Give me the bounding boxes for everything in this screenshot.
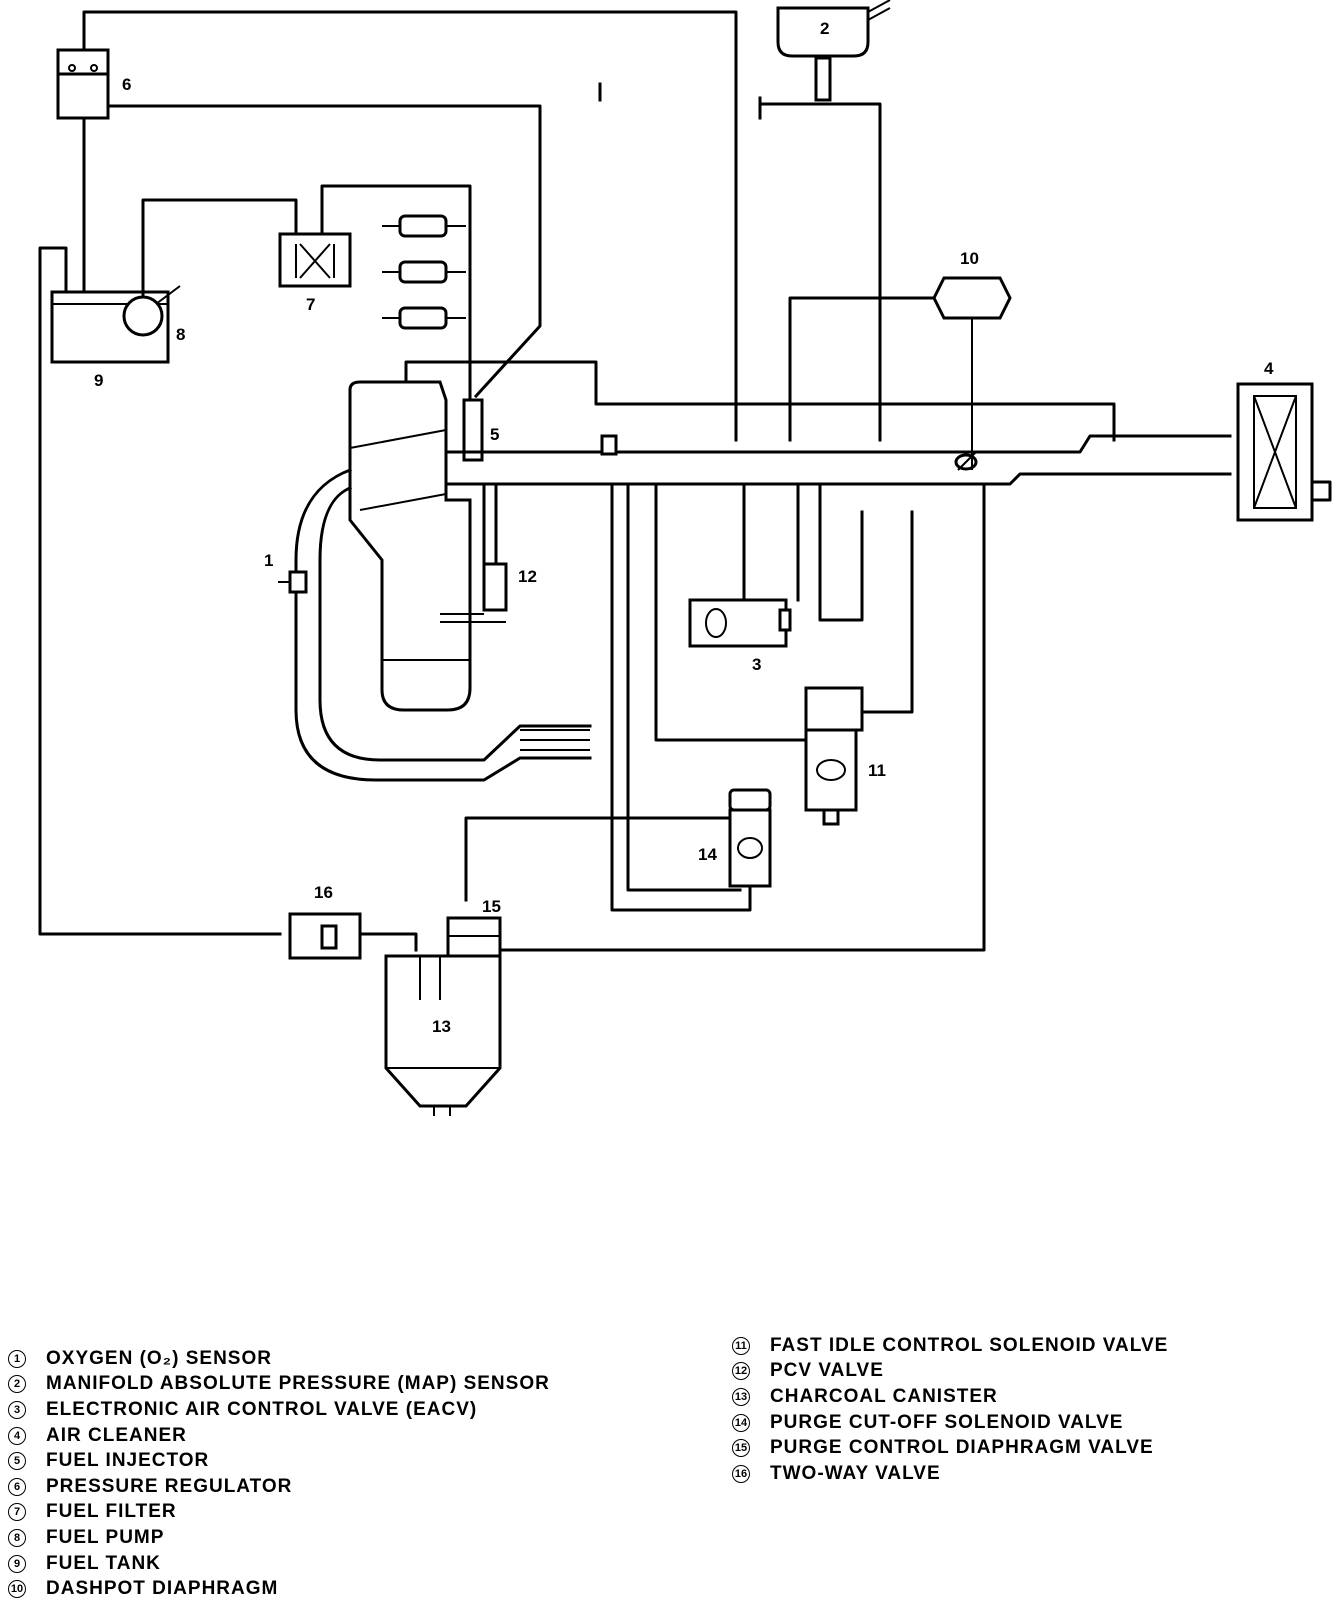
purge-lines bbox=[464, 482, 752, 912]
canister-vent-line bbox=[496, 482, 986, 952]
label-11: 11 bbox=[868, 761, 886, 780]
label-15: 15 bbox=[482, 897, 501, 916]
label-2: 2 bbox=[820, 19, 829, 38]
label-3: 3 bbox=[752, 655, 761, 674]
map-port bbox=[600, 434, 618, 456]
label-1: 1 bbox=[264, 551, 273, 570]
return-hose bbox=[82, 10, 738, 442]
charcoal-canister bbox=[384, 954, 502, 1116]
label-4: 4 bbox=[1264, 359, 1274, 378]
filter-outlet-line bbox=[320, 184, 472, 400]
fast-idle-line bbox=[654, 482, 914, 742]
dashpot-diaphragm bbox=[932, 276, 1012, 470]
label-13: 13 bbox=[432, 1017, 451, 1036]
purge-cutoff-solenoid bbox=[728, 788, 772, 888]
eacv-valve bbox=[688, 598, 792, 648]
two-way-valve bbox=[288, 912, 362, 960]
fuel-rail-injectors bbox=[382, 214, 466, 330]
fast-idle-solenoid bbox=[804, 686, 864, 826]
air-cleaner bbox=[1236, 382, 1332, 522]
fuel-pump bbox=[122, 198, 298, 337]
label-5: 5 bbox=[490, 425, 499, 444]
label-16: 16 bbox=[314, 883, 333, 902]
bypass-upper-loop bbox=[404, 360, 1116, 442]
fuel-filter bbox=[278, 232, 352, 288]
engine-block bbox=[348, 380, 472, 712]
label-14: 14 bbox=[698, 845, 717, 864]
label-8: 8 bbox=[176, 325, 185, 344]
label-10: 10 bbox=[960, 249, 979, 268]
purge-control-diaphragm bbox=[446, 916, 502, 958]
map-hose bbox=[758, 102, 882, 442]
intake-duct-upper bbox=[446, 434, 1232, 454]
label-9: 9 bbox=[94, 371, 103, 390]
dashpot-hose bbox=[788, 296, 936, 442]
oxygen-sensor bbox=[278, 570, 308, 594]
tank-vent-line bbox=[38, 246, 282, 936]
eacv-air-line bbox=[742, 482, 864, 622]
pressure-regulator bbox=[56, 48, 110, 120]
fuel-injector bbox=[462, 398, 484, 462]
exhaust-pipe bbox=[294, 468, 592, 782]
label-7: 7 bbox=[306, 295, 315, 314]
intake-duct-lower bbox=[446, 472, 1232, 486]
map-sensor bbox=[776, 0, 891, 102]
label-6: 6 bbox=[122, 75, 131, 94]
label-12: 12 bbox=[518, 567, 537, 586]
